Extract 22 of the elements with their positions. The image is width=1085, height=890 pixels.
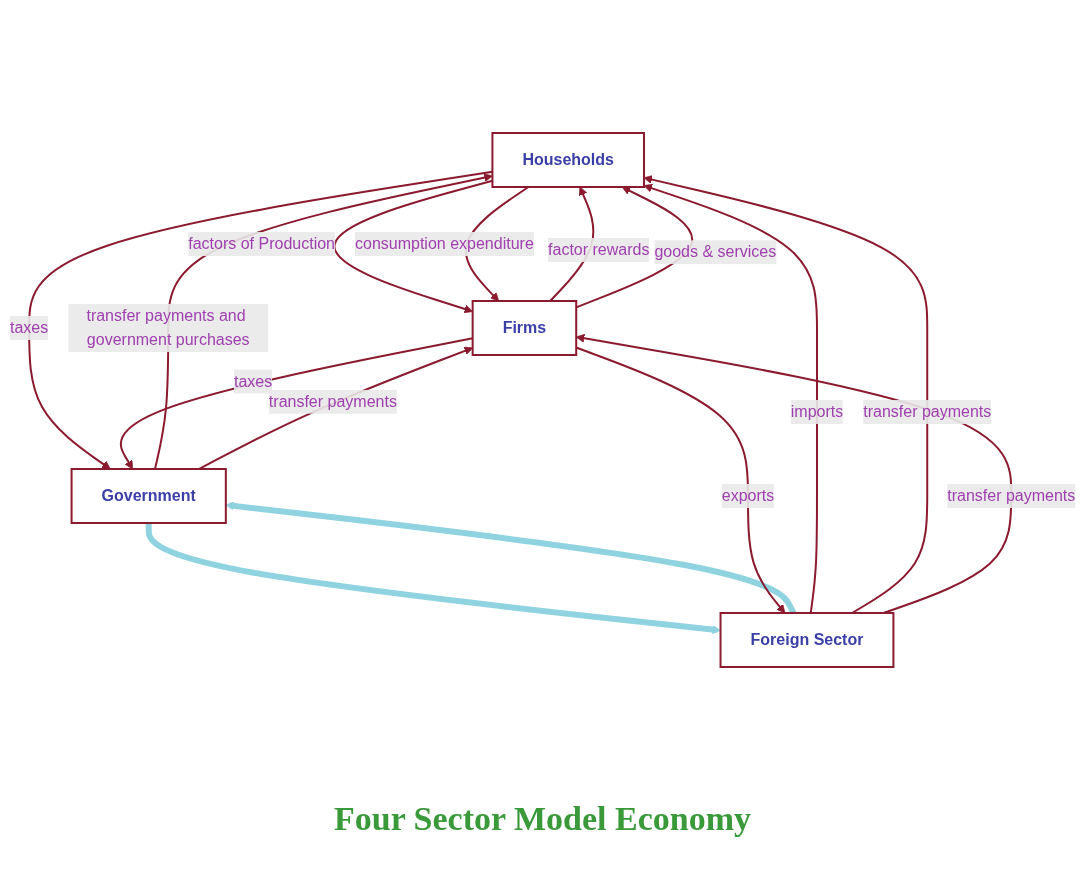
edge-label: imports <box>790 402 844 420</box>
edge-label: goods & services <box>654 243 777 261</box>
node-box: Government <box>70 468 227 524</box>
edge-label: factor rewards <box>547 241 650 259</box>
edge-label: transfer payments <box>863 402 992 420</box>
edge-label: transfer payments <box>947 486 1076 504</box>
edge-label: consumption expenditure <box>354 235 534 252</box>
diagram-title: Four Sector Model Economy <box>332 800 753 838</box>
edge-label: transfer payments and government purchases <box>86 306 250 348</box>
arrow <box>643 183 818 614</box>
arrow <box>643 175 929 614</box>
arrow <box>145 523 721 635</box>
node-box: Households <box>491 132 645 188</box>
edge-label: taxes <box>233 372 273 390</box>
node-box: Firms <box>471 300 578 356</box>
edge-label: factors of Production <box>188 235 335 252</box>
edge-label: transfer payments <box>268 392 397 410</box>
edge-label: taxes <box>9 318 49 336</box>
node-box: Foreign Sector <box>719 612 895 668</box>
arrow <box>153 173 493 470</box>
edge-label: exports <box>721 486 775 504</box>
arrow <box>198 346 473 470</box>
